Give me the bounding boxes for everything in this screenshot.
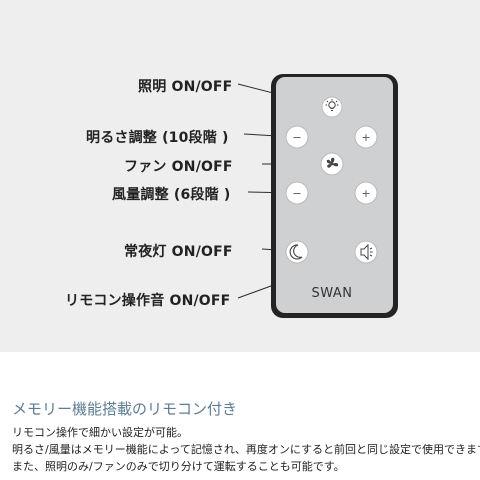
label-night-light-onoff: 常夜灯 ON/OFF [124,244,233,260]
bulb-icon [325,99,339,111]
brightness-plus-button [354,125,378,149]
label-sound-onoff: リモコン操作音 ON/OFF [65,293,231,309]
fan-icon [326,157,339,168]
brightness-minus-button [285,125,309,149]
wind-minus-symbol: − [292,187,301,200]
brightness-plus-symbol: + [361,131,370,144]
wind-plus-button [354,181,378,205]
brightness-minus-symbol: − [292,131,301,144]
moon-icon [289,244,303,260]
description-line: 明るさ/風量はメモリー機能によって記憶され、再度オンにすると前回と同じ設定で使用… [12,443,480,456]
label-brightness-adjust: 明るさ調整 (10段階 ) [86,130,229,146]
section-heading: メモリー機能搭載のリモコン付き [12,400,238,418]
night-light-button [285,240,309,264]
light-button [321,96,343,118]
remote-control-illustration: − + − + SWAN [237,74,398,318]
speaker-icon [360,243,373,261]
label-wind-adjust: 風量調整 (6段階 ) [112,187,231,203]
sound-button [354,240,378,264]
description-line: また、照明のみ/ファンのみで切り分けて運転することも可能です。 [12,460,345,473]
wind-minus-button [285,181,309,205]
product-photo-area [0,0,480,352]
wind-plus-symbol: + [361,187,370,200]
description-line: リモコン操作で細かい設定が可能。 [12,426,188,439]
brand-logo: SWAN [311,286,352,301]
label-light-onoff: 照明 ON/OFF [138,79,233,95]
label-fan-onoff: ファン ON/OFF [124,159,233,175]
